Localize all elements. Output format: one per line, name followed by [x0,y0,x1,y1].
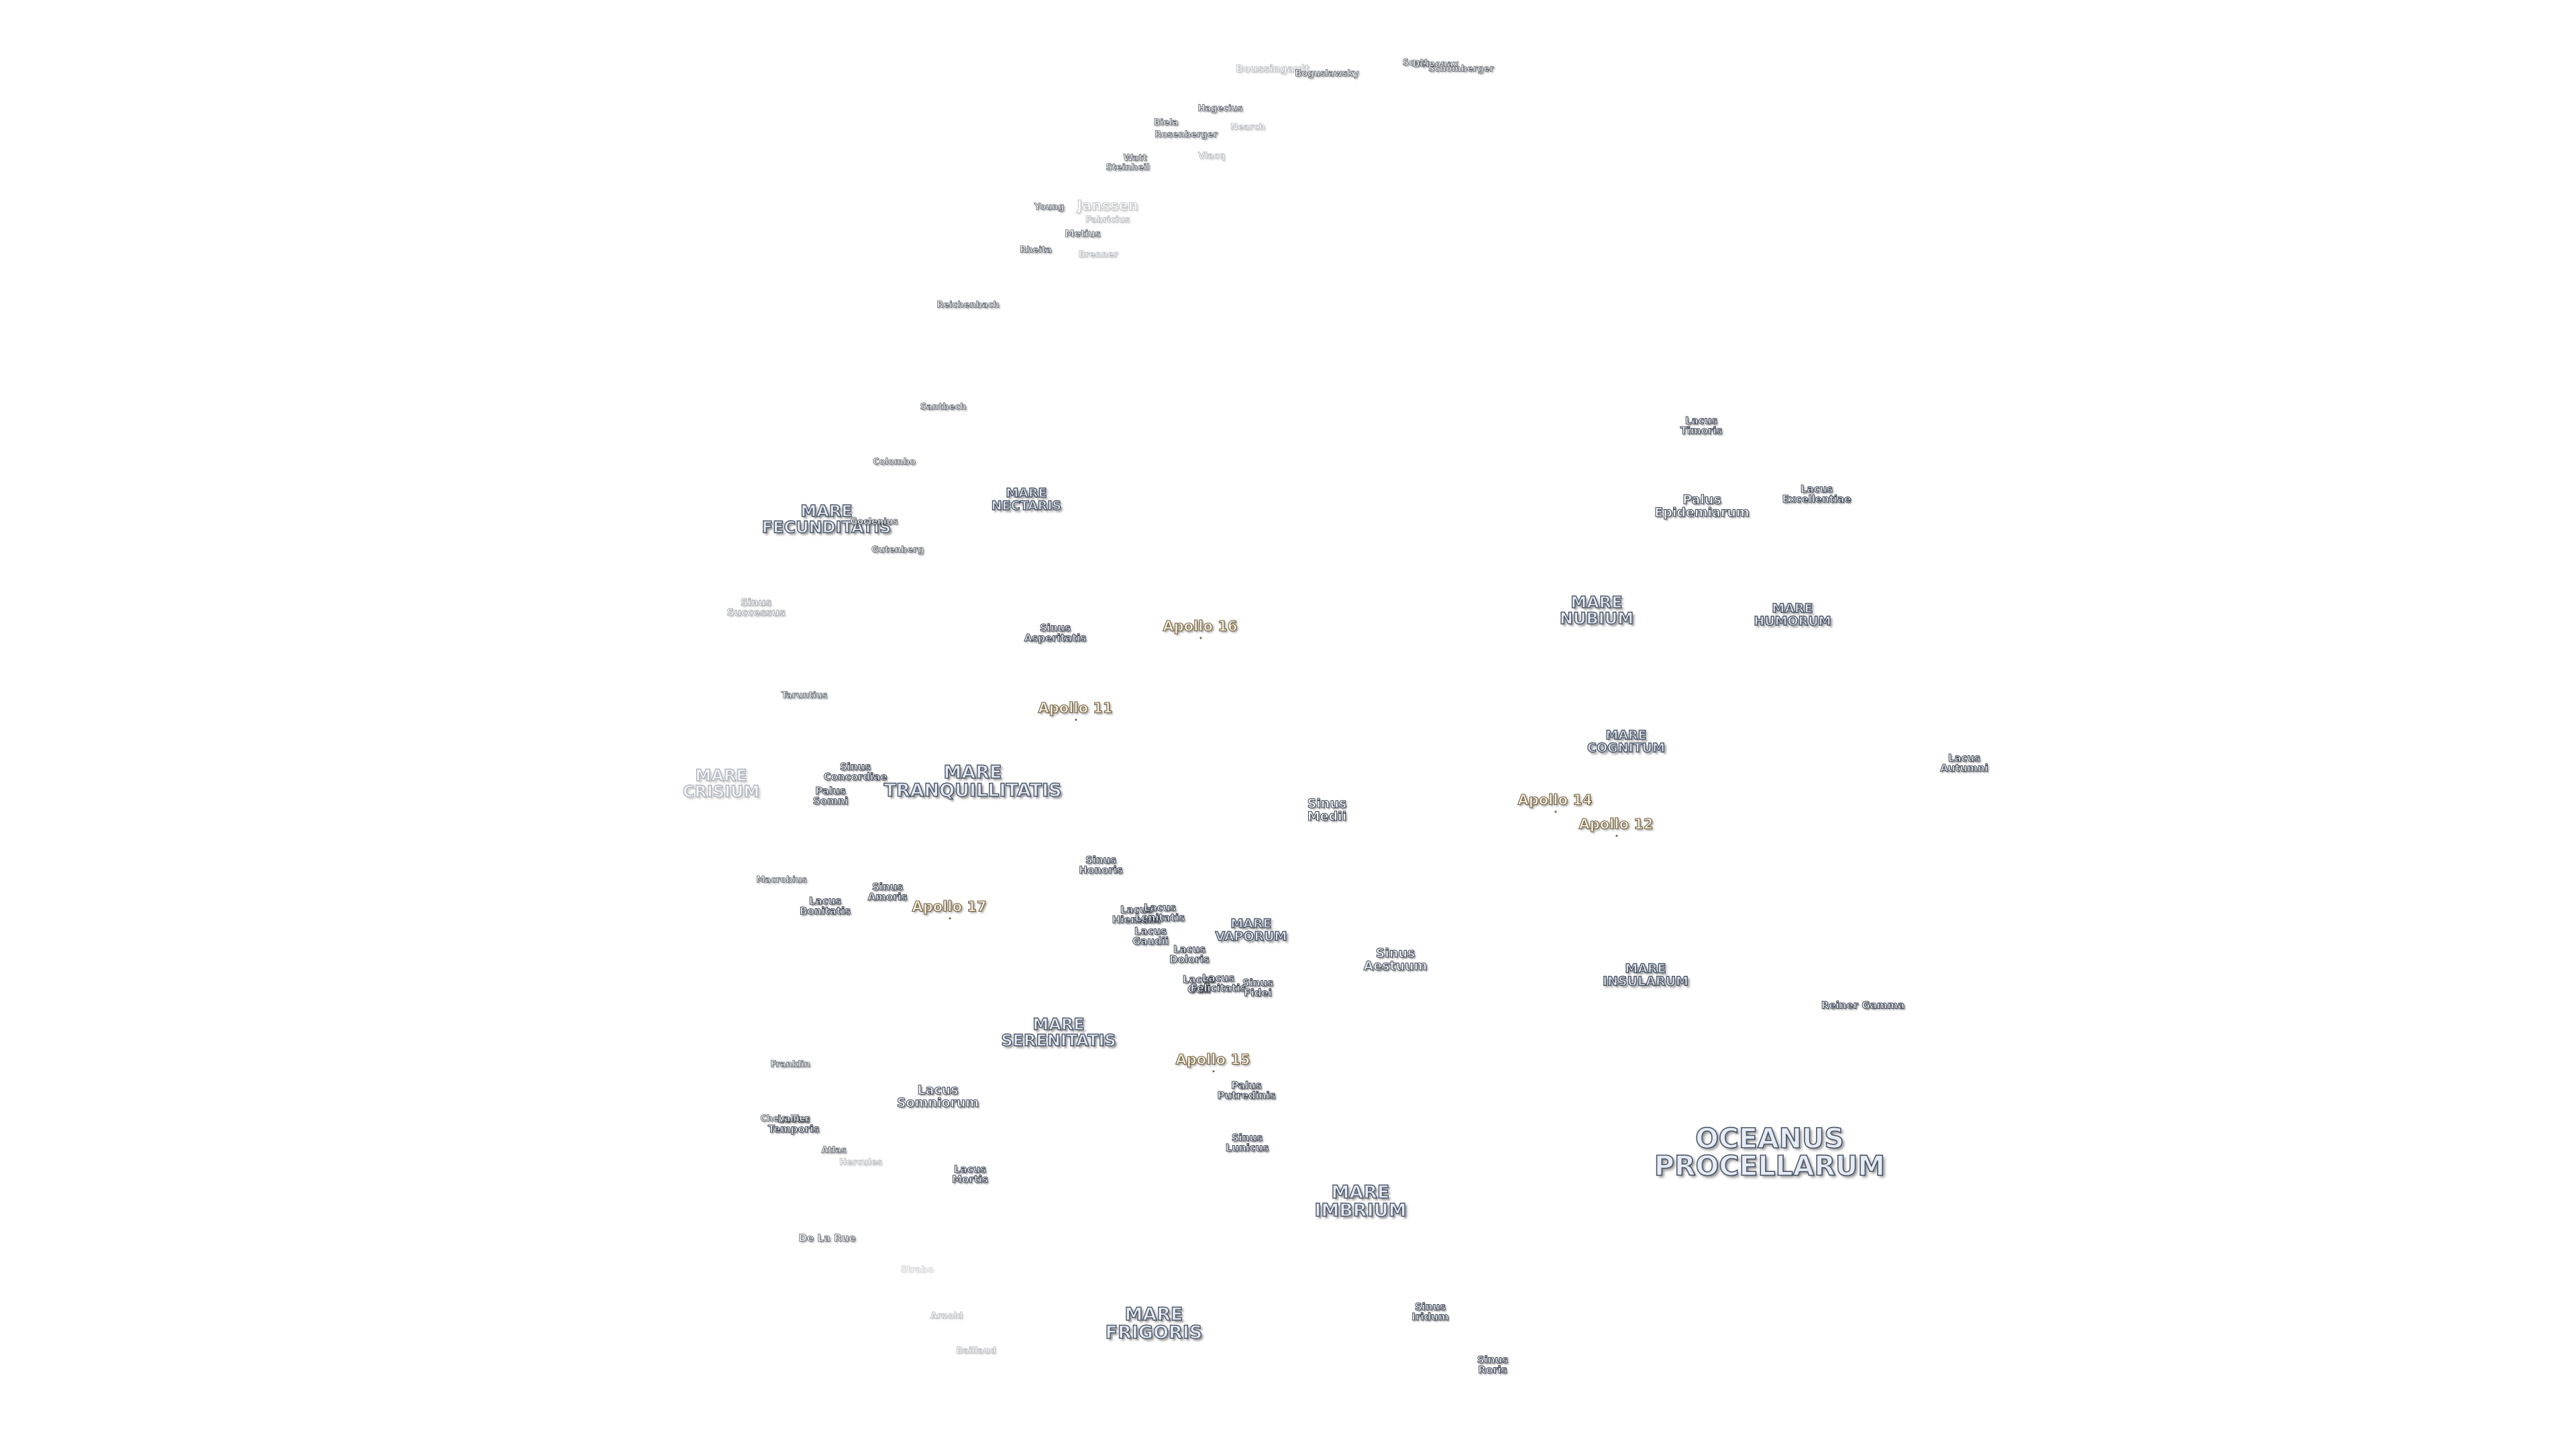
crater-gutenberg-label: Gutenberg [871,545,924,555]
crater-young-label: Young [1034,202,1065,213]
apollo-15-site: Apollo 15 [1175,1051,1250,1073]
crater-franklin-label: Franklin [770,1059,810,1070]
crater-colombo-label: Colombo [873,457,916,468]
crater-baillaud-label: Baillaud [956,1346,996,1356]
crater-schomberger-label: Schomberger [1428,64,1495,74]
crater-rosenberger-label: Rosenberger [1155,129,1218,140]
crater-goclenius-label: Goclenius [850,517,898,527]
crater-santbech-label: Santbech [920,402,967,413]
apollo-17-site: Apollo 17 [912,898,987,920]
apollo-12-site: Apollo 12 [1578,816,1654,837]
crater-biela-label: Biela [1153,117,1179,128]
crater-metius-label: Metius [1065,229,1101,239]
crater-rheita-label: Rheita [1020,245,1052,256]
crater-macrobius-label: Macrobius [756,875,807,885]
crater-hagecius-label: Hagecius [1197,103,1243,114]
crater-watt-label: Watt [1123,153,1147,164]
crater-strabo-label: Strabo [900,1265,934,1275]
crater-chevallier-label: Chevallier [760,1114,810,1124]
crater-arnold-label: Arnold [930,1311,963,1322]
crater-boguslawsky-label: Boguslawsky [1295,68,1359,79]
crater-nearch-label: Nearch [1230,122,1266,133]
crater-atlas-label: Atlas [821,1145,847,1156]
crater-steinheil-label: Steinheil [1106,162,1150,173]
apollo-11-site: Apollo 11 [1038,700,1113,721]
crater-vlacq-label: Vlacq [1197,151,1226,162]
crater-taruntius-label: Taruntius [781,690,828,701]
crater-boussingault-label: Boussingault [1236,62,1310,75]
reiner-gamma-label: Reiner Gamma [1821,999,1905,1012]
crater-brenner-label: Brenner [1078,250,1118,260]
crater-janssen-label: Janssen [1077,197,1138,214]
crater-scott-label: Scott [1402,58,1429,68]
crater-fabricius-label: Fabricius [1085,215,1130,225]
crater-demonax-label: Demonax [1412,59,1459,70]
crater-de-la-rue-label: De La Rue [798,1232,856,1244]
crater-hercules-label: Hercules [839,1157,883,1168]
apollo-16-site: Apollo 16 [1163,618,1238,639]
apollo-14-site: Apollo 14 [1517,792,1593,813]
crater-reichenbach-label: Reichenbach [936,300,1000,311]
